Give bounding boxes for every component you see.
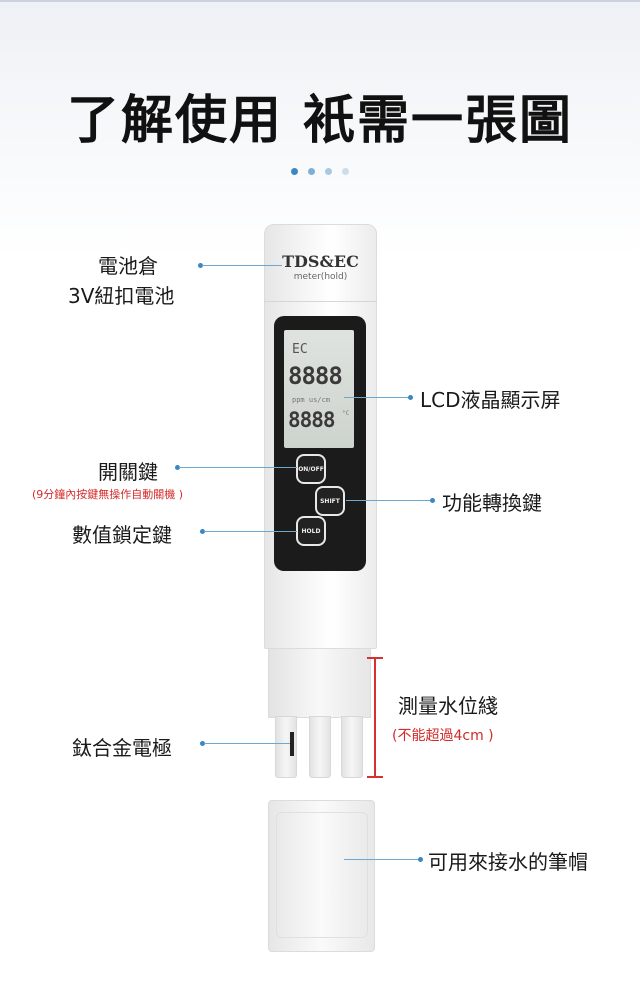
electrode-leader-line	[204, 743, 290, 744]
shift-button-label: SHIFT	[320, 497, 340, 505]
power-leader-dot	[175, 465, 180, 470]
lcd-leader-dot	[408, 395, 413, 400]
pager-dot[interactable]	[308, 168, 315, 175]
cap-label: 可用來接水的筆帽	[428, 850, 588, 874]
lcd-temp-unit: °C	[342, 410, 350, 417]
battery-compartment	[264, 224, 377, 302]
meter-cap	[268, 800, 375, 952]
electrode-prong	[275, 716, 297, 778]
function-leader-line	[346, 500, 432, 501]
battery-leader-line	[202, 265, 282, 266]
water-line-note: (不能超過4cm )	[392, 728, 494, 744]
battery-leader-dot	[198, 263, 203, 268]
battery-label: 電池倉	[98, 254, 158, 278]
battery-sub-label: 3V紐扣電池	[68, 284, 175, 308]
lcd-leader-line	[344, 397, 410, 398]
onoff-button[interactable]: ON/OFF	[296, 454, 326, 484]
pager-dot[interactable]	[291, 168, 298, 175]
titanium-electrode	[290, 732, 294, 756]
electrode-leader-dot	[200, 741, 205, 746]
pager-dot[interactable]	[342, 168, 349, 175]
hold-button[interactable]: HOLD	[296, 516, 326, 546]
power-label: 開關鍵	[98, 460, 158, 484]
power-note: (9分鐘內按鍵無操作自動關機 )	[32, 488, 184, 501]
water-level-tick-bottom	[367, 776, 383, 778]
meter-cap-inner	[276, 812, 368, 938]
lcd-screen	[284, 330, 354, 448]
hold-label: 數值鎖定鍵	[72, 523, 172, 547]
lcd-reading: 8888	[288, 362, 343, 390]
pager-dots	[0, 168, 640, 175]
lcd-units: ppm us/cm	[292, 396, 330, 404]
electrode-prong	[309, 716, 331, 778]
water-level-tick-top	[367, 657, 383, 659]
meter-neck	[268, 648, 371, 718]
function-leader-dot	[430, 498, 435, 503]
lcd-temp: 8888	[288, 408, 336, 432]
electrode-prong	[341, 716, 363, 778]
power-leader-line	[179, 467, 297, 468]
water-line-label: 測量水位綫	[398, 694, 498, 718]
brand-label: TDS&EC	[282, 252, 359, 271]
hold-button-label: HOLD	[301, 527, 321, 535]
onoff-button-label: ON/OFF	[298, 465, 324, 473]
top-divider	[0, 0, 640, 2]
page-title: 了解使用 衹需一張圖	[66, 91, 574, 151]
brand-sub-label: meter(hold)	[293, 272, 348, 282]
water-level-bar	[374, 657, 376, 777]
lcd-mode: EC	[292, 342, 308, 357]
hold-leader-dot	[200, 529, 205, 534]
electrode-label: 鈦合金電極	[72, 736, 172, 760]
cap-leader-dot	[418, 857, 423, 862]
hold-leader-line	[204, 531, 297, 532]
lcd-label: LCD液晶顯示屏	[420, 388, 561, 412]
shift-button[interactable]: SHIFT	[315, 486, 345, 516]
cap-leader-line	[344, 859, 420, 860]
pager-dot[interactable]	[325, 168, 332, 175]
function-label: 功能轉換鍵	[442, 491, 542, 515]
